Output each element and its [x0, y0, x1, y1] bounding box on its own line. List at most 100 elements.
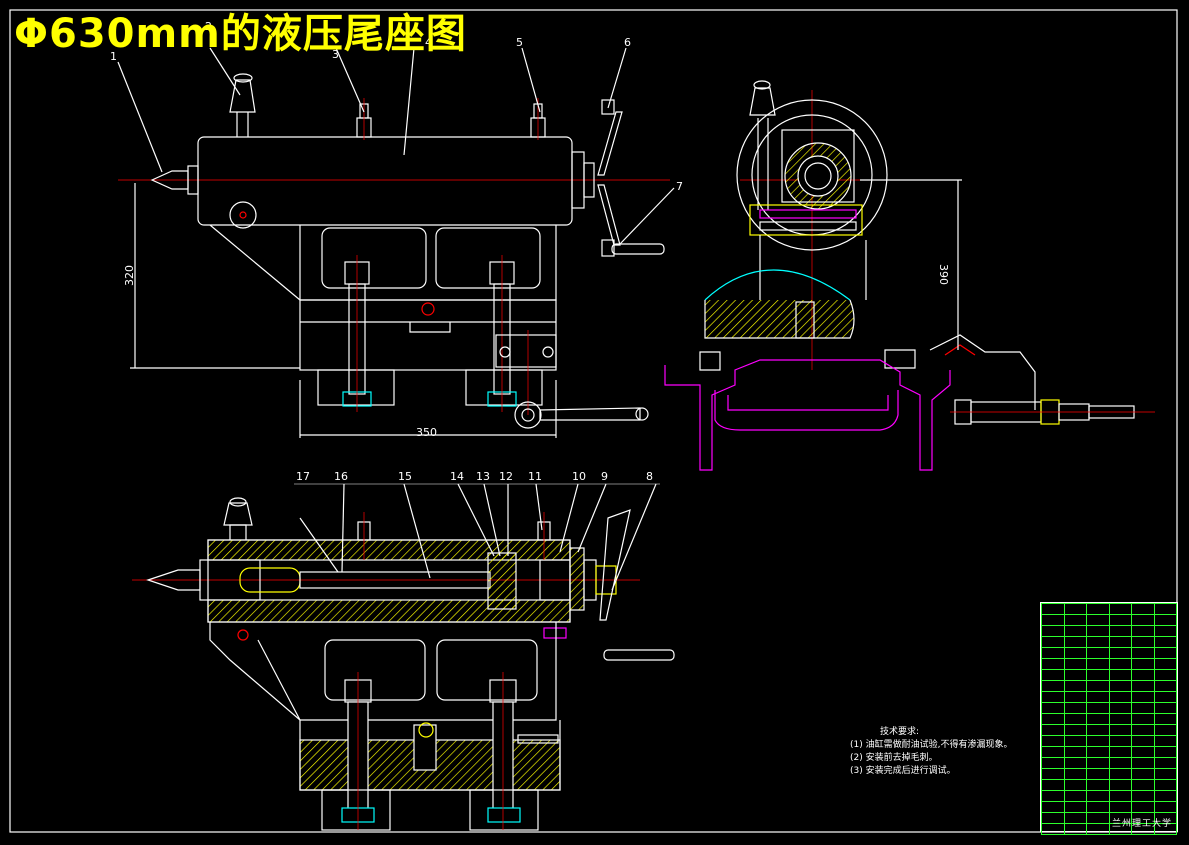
table-cell	[1131, 757, 1155, 769]
table-row	[1041, 603, 1177, 615]
table-cell	[1108, 647, 1132, 659]
table-cell	[1131, 801, 1155, 813]
table-cell	[1041, 823, 1065, 835]
table-cell	[1131, 746, 1155, 758]
table-cell	[1108, 735, 1132, 747]
table-cell	[1153, 801, 1177, 813]
table-cell	[1153, 790, 1177, 802]
table-cell	[1041, 658, 1065, 670]
table-cell	[1063, 724, 1087, 736]
tech-requirement-item: (1) 油缸需做耐油试验,不得有渗漏现象。	[850, 740, 1013, 750]
table-cell	[1153, 603, 1177, 615]
table-cell	[1131, 702, 1155, 714]
table-cell	[1153, 746, 1177, 758]
table-row	[1041, 724, 1177, 736]
parts-list-table	[1040, 602, 1178, 835]
table-cell	[1153, 669, 1177, 681]
table-cell	[1041, 801, 1065, 813]
table-cell	[1041, 757, 1065, 769]
table-row	[1041, 746, 1177, 758]
callout-4: 4	[425, 36, 432, 49]
table-cell	[1131, 680, 1155, 692]
table-cell	[1108, 658, 1132, 670]
table-cell	[1041, 746, 1065, 758]
table-cell	[1086, 614, 1110, 626]
table-cell	[1063, 614, 1087, 626]
callout-3: 3	[332, 48, 339, 61]
table-cell	[1153, 658, 1177, 670]
table-cell	[1108, 713, 1132, 725]
table-cell	[1041, 779, 1065, 791]
dimension-height-left: 320	[123, 265, 136, 286]
school-name: 兰州理工大学	[1112, 819, 1173, 829]
table-cell	[1153, 735, 1177, 747]
parts-list-grid	[1041, 603, 1177, 835]
table-cell	[1041, 680, 1065, 692]
table-cell	[1131, 724, 1155, 736]
callout-9: 9	[601, 470, 608, 483]
table-cell	[1153, 779, 1177, 791]
table-cell	[1086, 669, 1110, 681]
table-row	[1041, 636, 1177, 648]
table-cell	[1086, 746, 1110, 758]
table-cell	[1086, 647, 1110, 659]
table-cell	[1153, 636, 1177, 648]
section-view	[132, 483, 675, 831]
table-row	[1041, 702, 1177, 714]
table-cell	[1086, 702, 1110, 714]
table-cell	[1153, 757, 1177, 769]
table-cell	[1063, 757, 1087, 769]
callout-13: 13	[476, 470, 490, 483]
side-view	[664, 80, 1155, 471]
callout-6: 6	[624, 36, 631, 49]
table-cell	[1108, 680, 1132, 692]
table-cell	[1041, 702, 1065, 714]
callout-14: 14	[450, 470, 464, 483]
table-cell	[1153, 724, 1177, 736]
table-row	[1041, 757, 1177, 769]
table-cell	[1153, 713, 1177, 725]
table-cell	[1108, 746, 1132, 758]
table-cell	[1041, 724, 1065, 736]
table-cell	[1108, 702, 1132, 714]
table-cell	[1063, 669, 1087, 681]
table-cell	[1063, 658, 1087, 670]
table-cell	[1086, 680, 1110, 692]
callout-15: 15	[398, 470, 412, 483]
tech-requirement-item: (2) 安装前去掉毛刺。	[850, 753, 938, 763]
table-cell	[1041, 768, 1065, 780]
drawing-title: Φ630mm的液压尾座图	[14, 11, 467, 57]
table-cell	[1108, 801, 1132, 813]
table-cell	[1041, 669, 1065, 681]
table-cell	[1063, 801, 1087, 813]
table-cell	[1041, 614, 1065, 626]
dimension-height-right: 390	[937, 264, 950, 285]
table-cell	[1108, 636, 1132, 648]
table-cell	[1108, 790, 1132, 802]
table-cell	[1131, 636, 1155, 648]
table-cell	[1108, 768, 1132, 780]
table-cell	[1063, 691, 1087, 703]
table-cell	[1041, 691, 1065, 703]
callout-12: 12	[499, 470, 513, 483]
table-cell	[1086, 779, 1110, 791]
table-cell	[1041, 625, 1065, 637]
table-cell	[1063, 768, 1087, 780]
table-cell	[1041, 735, 1065, 747]
table-cell	[1153, 768, 1177, 780]
table-row	[1041, 625, 1177, 637]
callout-16: 16	[334, 470, 348, 483]
table-cell	[1131, 647, 1155, 659]
table-cell	[1086, 768, 1110, 780]
table-cell	[1131, 669, 1155, 681]
callout-5: 5	[516, 36, 523, 49]
table-cell	[1131, 779, 1155, 791]
table-cell	[1108, 779, 1132, 791]
table-cell	[1153, 625, 1177, 637]
table-row	[1041, 823, 1177, 835]
table-cell	[1086, 724, 1110, 736]
table-row	[1041, 658, 1177, 670]
table-cell	[1041, 603, 1065, 615]
table-cell	[1108, 691, 1132, 703]
table-cell	[1041, 713, 1065, 725]
